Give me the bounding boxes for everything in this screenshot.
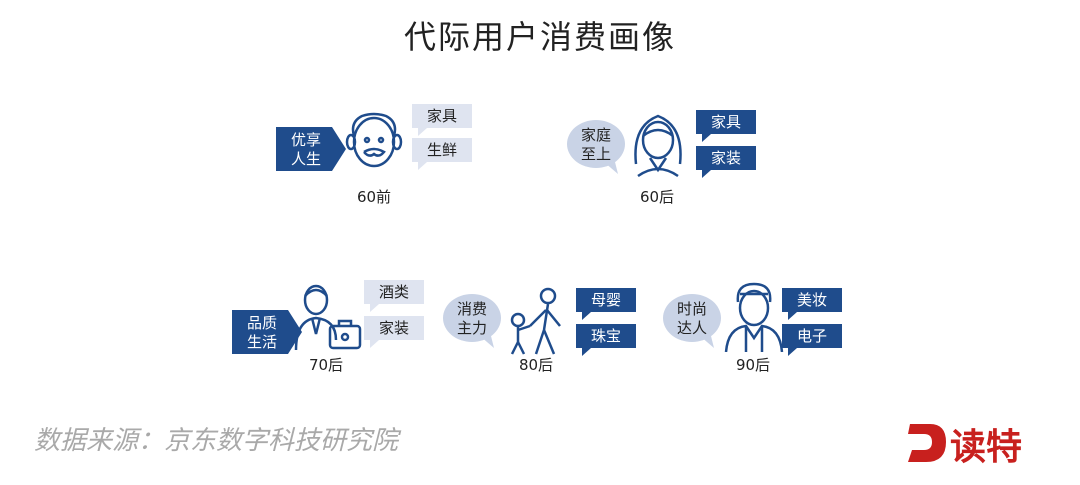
- label-bubble: 消费 主力: [442, 292, 506, 348]
- tag-2: 电子: [782, 324, 842, 356]
- tag-2: 家装: [696, 146, 756, 178]
- group-label: 优享 人生: [290, 131, 321, 168]
- tag-2: 珠宝: [576, 324, 636, 356]
- label-arrow-box: 优享 人生: [276, 127, 346, 173]
- dute-logo: D 读特: [904, 416, 1044, 468]
- label-arrow-box: 品质 生活: [232, 310, 302, 356]
- bubble-shape: [443, 294, 501, 348]
- arrow-shape: [276, 127, 346, 171]
- young-man-icon: [724, 282, 784, 352]
- tag-1: 家具: [412, 104, 472, 136]
- bubble-shape: [663, 294, 721, 348]
- age-caption: 60后: [639, 188, 675, 206]
- group-label: 消费 主力: [456, 300, 487, 337]
- tag-2: 生鲜: [412, 138, 472, 170]
- age-caption: 90后: [735, 356, 771, 374]
- tag-2: 家装: [364, 316, 424, 348]
- logo-d-icon: D: [908, 424, 946, 462]
- elderly-woman-icon: [634, 114, 682, 178]
- label-bubble: 时尚 达人: [662, 292, 726, 348]
- parent-child-icon: [510, 287, 561, 355]
- page-title: 代际用户消费画像: [403, 18, 676, 56]
- age-caption: 80后: [518, 356, 554, 374]
- logo-word: 读特: [950, 427, 1023, 468]
- group-label: 时尚 达人: [676, 300, 707, 337]
- source-note: 数据来源：京东数字科技研究院: [34, 426, 399, 456]
- age-caption: 60前: [356, 188, 392, 206]
- age-caption: 70后: [308, 356, 344, 374]
- bubble-shape: [567, 120, 625, 174]
- tag-1: 家具: [696, 110, 756, 142]
- elderly-man-icon: [345, 112, 403, 168]
- tag-1: 酒类: [364, 280, 424, 312]
- group-label: 品质 生活: [246, 314, 277, 351]
- tag-1: 美妆: [782, 288, 842, 320]
- arrow-shape: [232, 310, 302, 354]
- tag-1: 母婴: [576, 288, 636, 320]
- label-bubble: 家庭 至上: [566, 118, 630, 174]
- businessman-icon: [294, 284, 362, 351]
- group-label: 家庭 至上: [580, 126, 611, 163]
